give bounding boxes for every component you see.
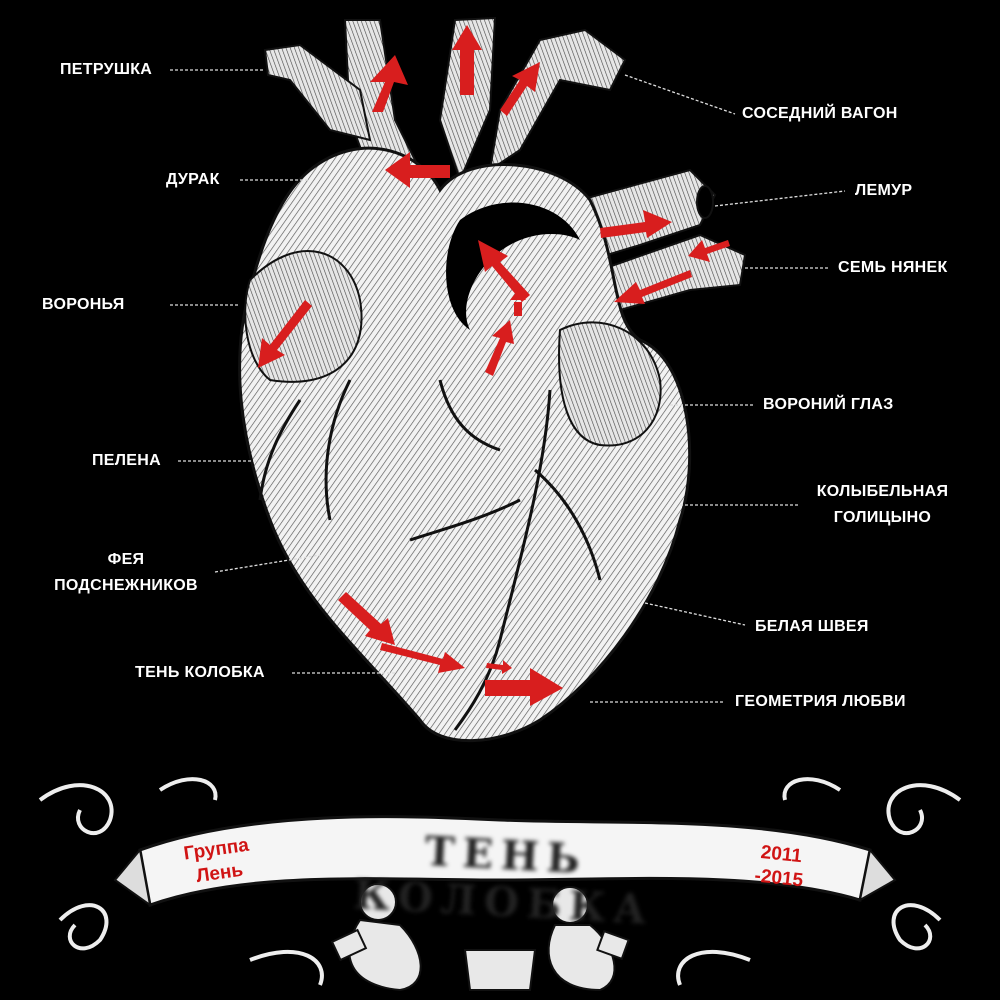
ornamental-banner <box>30 770 970 1000</box>
cherub-figures <box>330 883 630 992</box>
label-lemur: ЛЕМУР <box>855 182 913 199</box>
label-line: ПОДСНЕЖНИКОВ <box>54 577 198 594</box>
label-ten-kolobka: ТЕНЬ КОЛОБКА <box>135 664 265 681</box>
label-voroniy-glaz: ВОРОНИЙ ГЛАЗ <box>763 396 894 413</box>
years: 2011 -2015 <box>743 839 818 894</box>
blood-flow-arrows <box>258 25 730 706</box>
label-durak: ДУРАК <box>166 171 220 188</box>
label-pelena: ПЕЛЕНА <box>92 452 161 469</box>
label-feya-podsnezhnikov: ФЕЯ ПОДСНЕЖНИКОВ <box>40 547 212 599</box>
label-belaya-shveya: БЕЛАЯ ШВЕЯ <box>755 618 869 635</box>
label-voronya: ВОРОНЬЯ <box>42 296 125 313</box>
label-line: ФЕЯ <box>107 551 145 568</box>
label-sem-nyanek: СЕМЬ НЯНЕК <box>838 259 948 276</box>
label-kolybelnaya-golitsyno: КОЛЫБЕЛЬНАЯ ГОЛИЦЫНО <box>805 479 960 531</box>
leader-lines <box>170 69 846 703</box>
label-petrushka: ПЕТРУШКА <box>60 61 153 78</box>
label-line: КОЛЫБЕЛЬНАЯ <box>816 483 949 500</box>
label-geometriya-lyubvi: ГЕОМЕТРИЯ ЛЮБВИ <box>735 693 906 710</box>
label-line: ГОЛИЦЫНО <box>833 509 932 526</box>
coronary-arteries <box>258 379 602 731</box>
label-sosedniy-vagon: СОСЕДНИЙ ВАГОН <box>742 105 898 122</box>
